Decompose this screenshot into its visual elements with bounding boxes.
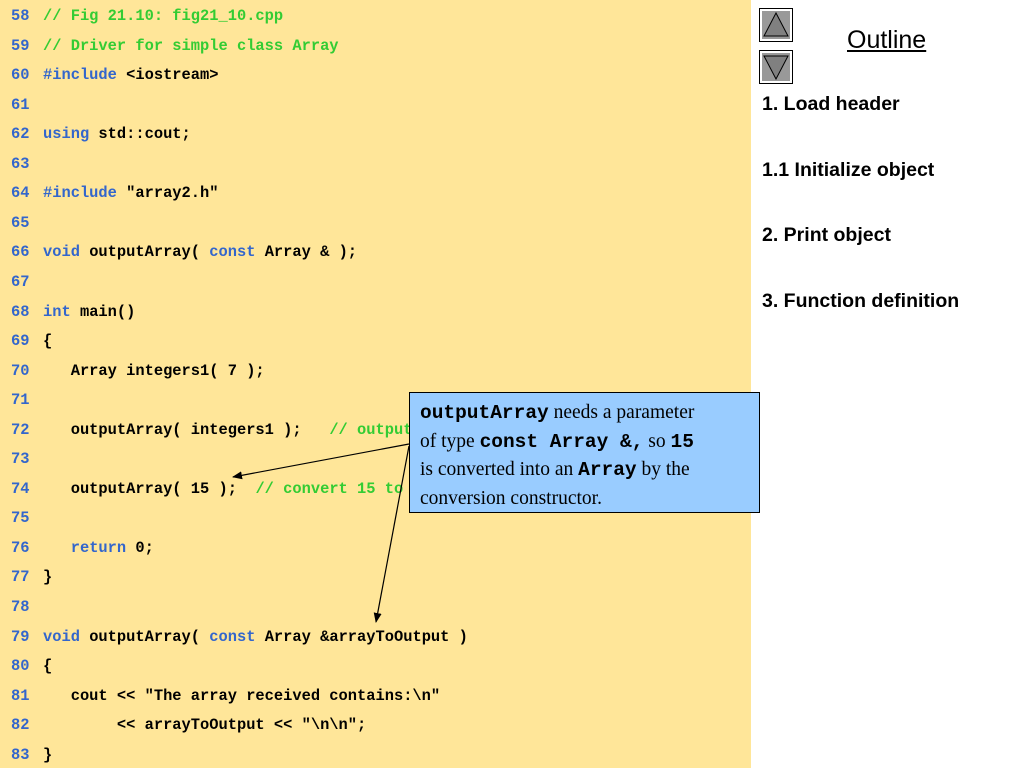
- outline-title: Outline: [847, 26, 927, 54]
- code-text: void outputArray( const Array & );: [43, 240, 357, 264]
- line-number: 65: [11, 213, 30, 232]
- arrow-to-parameter: [373, 445, 410, 623]
- line-number: 73: [11, 450, 30, 469]
- line-number: 64: [11, 184, 30, 203]
- code-token: Array &arrayToOutput ): [255, 627, 468, 646]
- code-text: void outputArray( const Array &arrayToOu…: [43, 625, 468, 649]
- code-token: Array integers1( 7 );: [43, 361, 265, 380]
- code-keyword: int: [43, 302, 71, 321]
- line-number: 78: [11, 598, 30, 616]
- code-keyword: const: [209, 627, 256, 646]
- code-token: cout << "The array received contains:\n": [43, 686, 441, 705]
- outline-item-function-definition: 3. Function definition: [762, 290, 960, 312]
- callout-text: of type: [420, 430, 480, 452]
- outline-item-initialize-object: 1.1 Initialize object: [762, 159, 935, 181]
- callout-text: so: [643, 430, 671, 452]
- code-text: return 0;: [43, 536, 154, 560]
- line-number: 71: [11, 391, 30, 410]
- code-text: using std::cout;: [43, 122, 191, 146]
- code-text: }: [43, 743, 52, 767]
- code-token: outputArray( integers1 );: [43, 420, 330, 439]
- callout-text: conversion constructor.: [420, 487, 602, 509]
- code-text: << arrayToOutput << "\n\n";: [43, 713, 366, 737]
- code-token: {: [43, 657, 53, 676]
- line-number: 83: [11, 745, 30, 764]
- triangle-up-icon: [763, 12, 789, 37]
- callout-text: needs a parameter: [548, 402, 695, 423]
- code-keyword: #include: [43, 184, 117, 203]
- callout-text: is converted into an: [420, 459, 579, 480]
- line-number: 62: [11, 125, 30, 144]
- code-token: "array2.h": [116, 184, 219, 203]
- code-token: 0;: [126, 538, 154, 557]
- arrow-to-call-15: [232, 443, 410, 480]
- line-number: 59: [11, 36, 30, 55]
- line-number: 80: [11, 657, 30, 676]
- code-keyword: using: [43, 125, 90, 144]
- line-number: 68: [11, 302, 30, 321]
- code-text: {: [43, 654, 52, 678]
- code-comment: // Fig 21.10: fig21_10.cpp: [43, 7, 284, 25]
- line-number: 58: [11, 7, 30, 25]
- code-comment: // Driver for simple class Array: [43, 36, 339, 55]
- code-token: outputArray(: [79, 627, 210, 646]
- code-keyword: void: [43, 627, 80, 646]
- code-token: <iostream>: [116, 66, 219, 85]
- code-token: {: [43, 332, 53, 351]
- line-number: 81: [11, 686, 30, 705]
- outline-item-load-header: 1. Load header: [762, 93, 900, 115]
- code-token: }: [43, 568, 53, 587]
- code-text: // Fig 21.10: fig21_10.cpp: [43, 4, 283, 28]
- line-number: 72: [11, 420, 30, 439]
- code-text: // Driver for simple class Array: [43, 34, 339, 58]
- code-text: }: [43, 565, 52, 589]
- code-keyword: const: [209, 243, 256, 262]
- code-keyword: void: [43, 243, 80, 262]
- code-listing: 58 // Fig 21.10: fig21_10.cpp 59 // Driver …: [0, 0, 751, 768]
- line-number: 60: [11, 66, 30, 85]
- code-keyword: #include: [43, 66, 117, 85]
- code-text: {: [43, 329, 52, 353]
- outline-item-print-object: 2. Print object: [762, 224, 891, 246]
- line-number: 67: [11, 272, 30, 291]
- callout-code: outputArray: [420, 402, 549, 424]
- callout-text: by the: [636, 459, 690, 480]
- callout-note: outputArray needs a parameter of type con…: [409, 392, 760, 513]
- line-number: 61: [11, 95, 30, 114]
- line-number: 77: [11, 568, 30, 587]
- code-token: std::cout;: [89, 125, 191, 144]
- callout-code: const Array &,: [479, 430, 644, 453]
- callout-code: Array: [578, 459, 637, 481]
- line-number: 69: [11, 332, 30, 351]
- line-number: 75: [11, 509, 30, 528]
- next-slide-button[interactable]: [759, 50, 793, 84]
- line-number: 76: [11, 538, 30, 557]
- code-token: Array & );: [255, 243, 358, 262]
- line-number: 70: [11, 361, 30, 380]
- line-number: 66: [11, 243, 30, 262]
- line-number: 79: [11, 627, 30, 646]
- triangle-down-icon: [763, 55, 789, 80]
- code-token: main(): [70, 302, 136, 321]
- code-text: Array integers1( 7 );: [43, 359, 265, 383]
- code-text: int main(): [43, 300, 135, 324]
- code-token: }: [43, 745, 53, 764]
- code-token: << arrayToOutput << "\n\n";: [43, 716, 367, 735]
- previous-slide-button[interactable]: [759, 8, 793, 42]
- line-number: 63: [11, 154, 30, 173]
- code-token: outputArray(: [79, 243, 210, 262]
- code-text: #include <iostream>: [43, 63, 219, 87]
- code-keyword: return: [70, 538, 127, 557]
- code-text: cout << "The array received contains:\n": [43, 684, 440, 708]
- code-token: outputArray( 15 );: [43, 479, 256, 498]
- line-number: 74: [11, 479, 30, 498]
- callout-code: 15: [670, 430, 694, 453]
- code-text: #include "array2.h": [43, 181, 219, 205]
- line-number: 82: [11, 716, 30, 735]
